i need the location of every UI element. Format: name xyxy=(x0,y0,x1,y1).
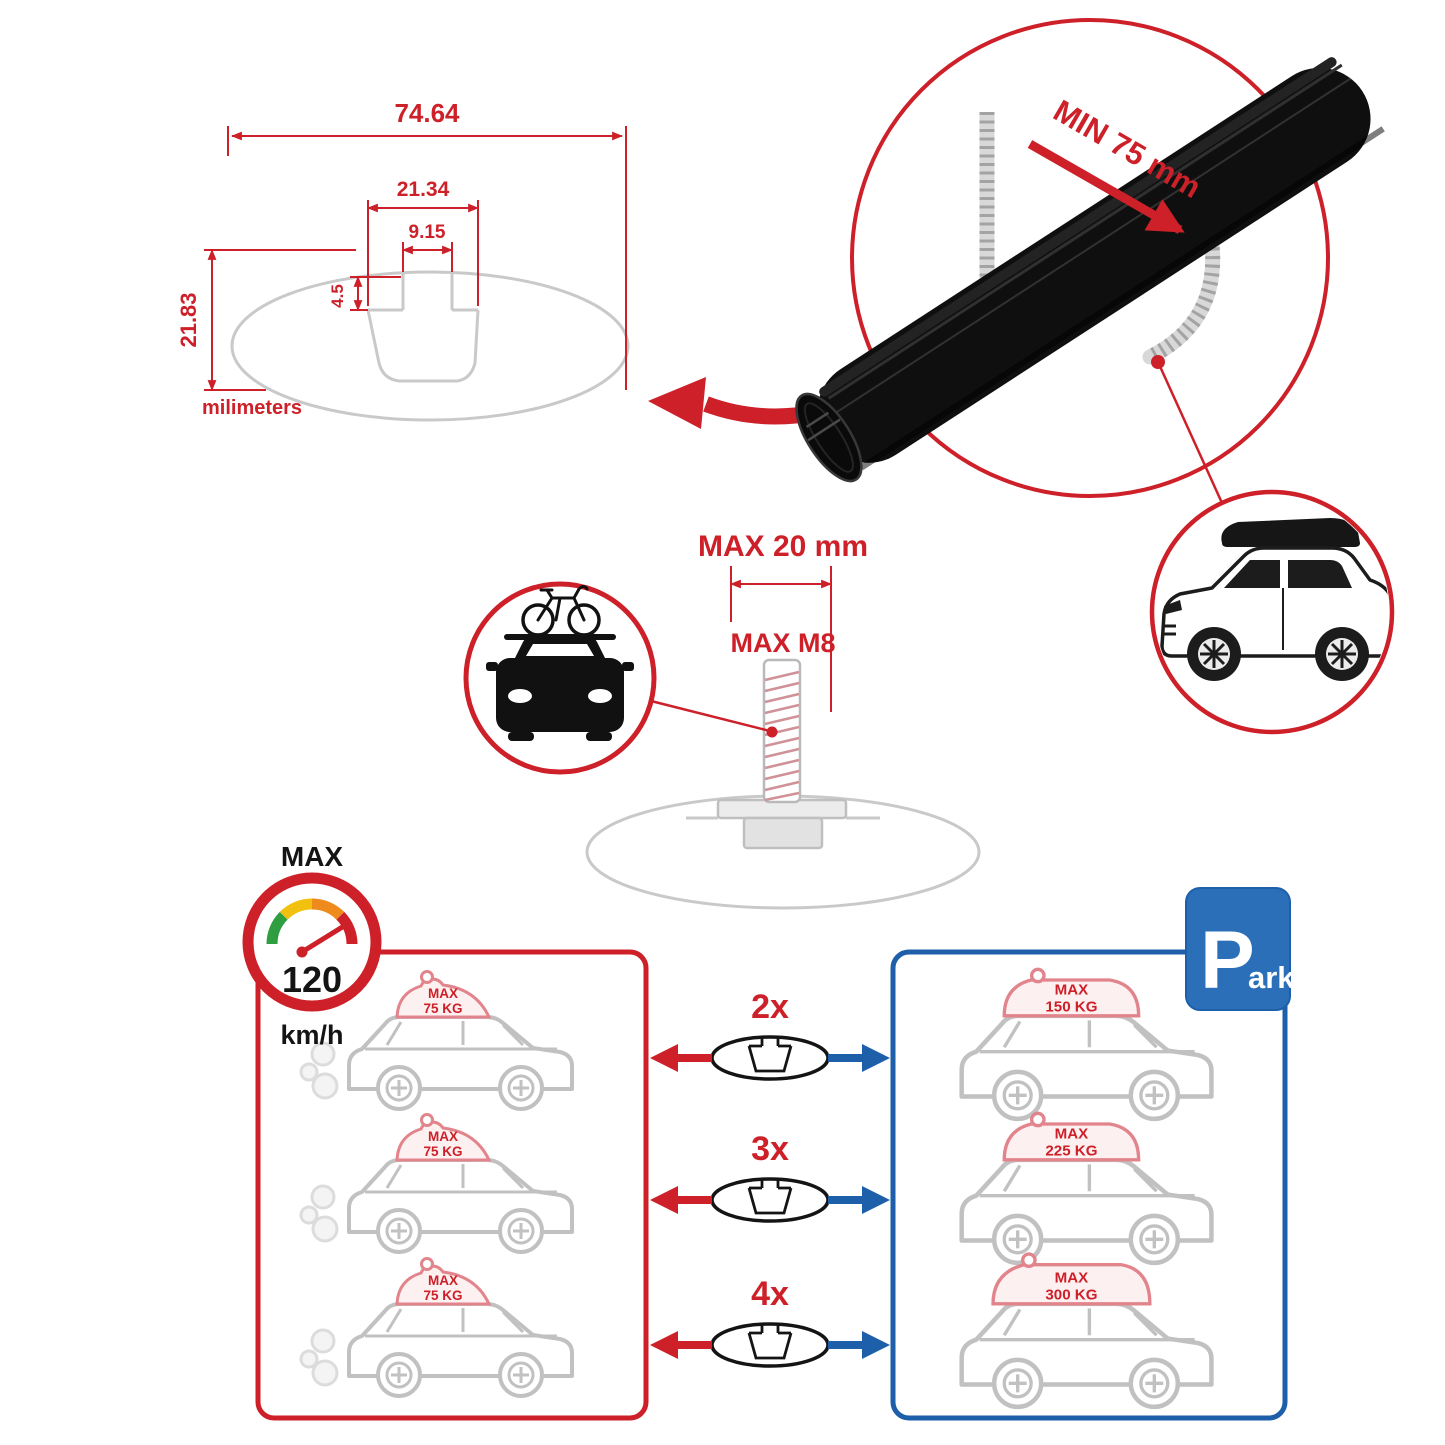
speed-value: 120 xyxy=(282,959,342,1000)
parked-car-1: MAX 150 KG xyxy=(962,967,1212,1119)
bicycle-icon xyxy=(521,585,601,637)
multiplier-label-2: 3x xyxy=(751,1130,789,1168)
speed-limit-gauge: MAX 120 km/h xyxy=(242,841,382,1050)
bolt-max-thread-label: MAX M8 xyxy=(730,628,835,658)
roof-cargo: MAX 75 KG xyxy=(395,1257,492,1306)
multiplier-label-3: 4x xyxy=(751,1275,789,1313)
suv-illustration xyxy=(1160,518,1389,681)
speed-max-label: MAX xyxy=(281,841,344,872)
cross-section-diagram: 74.64 21.34 9.15 4.5 21.83 milimeters xyxy=(176,98,630,422)
gauge-needle xyxy=(299,923,347,955)
roof-cargo: MAX 150 KG xyxy=(1002,967,1141,1018)
cargo-max-label: MAX xyxy=(428,986,458,1001)
cargo-weight-label: 75 KG xyxy=(423,1144,462,1159)
roof-cargo: MAX 225 KG xyxy=(1002,1111,1141,1162)
roof-cargo: MAX 75 KG xyxy=(395,970,492,1019)
units-label: milimeters xyxy=(202,397,302,419)
roof-cargo: MAX 300 KG xyxy=(991,1252,1152,1306)
multiplier-column: 2x 3x 4x xyxy=(650,988,890,1368)
aero-crossbar xyxy=(795,57,1385,483)
min-clearance-arrow xyxy=(1027,140,1185,234)
roof-cargo-box xyxy=(1221,518,1360,547)
cargo-weight-label: 75 KG xyxy=(423,1288,462,1303)
bolt-spec-diagram: MAX 20 mm MAX M8 xyxy=(585,530,981,910)
bolt-max-length-label: MAX 20 mm xyxy=(698,530,868,563)
park-sign-p: P xyxy=(1200,915,1255,1006)
driving-car-2: MAX 75 KG xyxy=(299,1113,574,1254)
crossbar-closeup: MIN 75 mm xyxy=(795,18,1385,504)
cargo-weight-label: 150 KG xyxy=(1045,998,1097,1015)
cargo-max-label: MAX xyxy=(1055,1270,1089,1287)
gauge-hub xyxy=(296,946,308,958)
dim-lip-depth-label: 4.5 xyxy=(328,284,347,308)
connector-line-suv xyxy=(1156,361,1224,504)
dim-total-height-label: 21.83 xyxy=(176,292,201,347)
cargo-max-label: MAX xyxy=(1055,982,1089,999)
gauge-circle xyxy=(242,872,382,1012)
arrow-right-blue-3 xyxy=(862,1331,890,1359)
arrow-left-red-1 xyxy=(650,1044,678,1072)
pointer-arrow-to-diagram xyxy=(648,377,820,429)
dim-slot-width-label: 9.15 xyxy=(409,222,446,243)
gauge-arcs xyxy=(266,898,358,945)
crossbar-xs-icon-2 xyxy=(710,1177,830,1223)
t-slot-channel xyxy=(366,274,480,383)
car-front-with-bike xyxy=(486,585,634,741)
cargo-max-label: MAX xyxy=(428,1273,458,1288)
speed-unit: km/h xyxy=(280,1020,343,1050)
cargo-max-label: MAX xyxy=(428,1129,458,1144)
multiplier-label-1: 2x xyxy=(751,988,789,1026)
parked-car-3: MAX 300 KG xyxy=(962,1252,1212,1407)
arrow-right-blue-2 xyxy=(862,1186,890,1214)
arrow-right-blue-1 xyxy=(862,1044,890,1072)
cargo-weight-label: 225 KG xyxy=(1045,1142,1097,1159)
cargo-weight-label: 300 KG xyxy=(1045,1286,1097,1303)
driving-car-1: MAX 75 KG xyxy=(299,970,574,1111)
roof-cargo: MAX 75 KG xyxy=(395,1113,492,1162)
driving-car-3: MAX 75 KG xyxy=(299,1257,574,1398)
dim-total-width-label: 74.64 xyxy=(394,98,460,128)
bolt-marker-dot xyxy=(766,726,778,738)
park-sign-ark: ark xyxy=(1248,960,1295,995)
dim-channel-width-label: 21.34 xyxy=(397,178,450,201)
arrow-left-red-3 xyxy=(650,1331,678,1359)
bar-profile-ellipse xyxy=(230,270,630,422)
bike-rack-badge xyxy=(463,581,657,775)
crossbar-xs-icon-3 xyxy=(710,1322,830,1368)
parked-car-2: MAX 225 KG xyxy=(962,1111,1212,1263)
cargo-weight-label: 75 KG xyxy=(423,1001,462,1016)
arrow-left-red-2 xyxy=(650,1186,678,1214)
park-sign: P ark xyxy=(1185,887,1295,1011)
suv-roofbox-badge xyxy=(1149,489,1395,735)
connector-line-bolt xyxy=(650,699,771,733)
bolt-threads xyxy=(764,670,800,802)
crossbar-xs-icon-1 xyxy=(710,1035,830,1081)
t-nut-block xyxy=(742,816,824,850)
cargo-max-label: MAX xyxy=(1055,1126,1089,1143)
